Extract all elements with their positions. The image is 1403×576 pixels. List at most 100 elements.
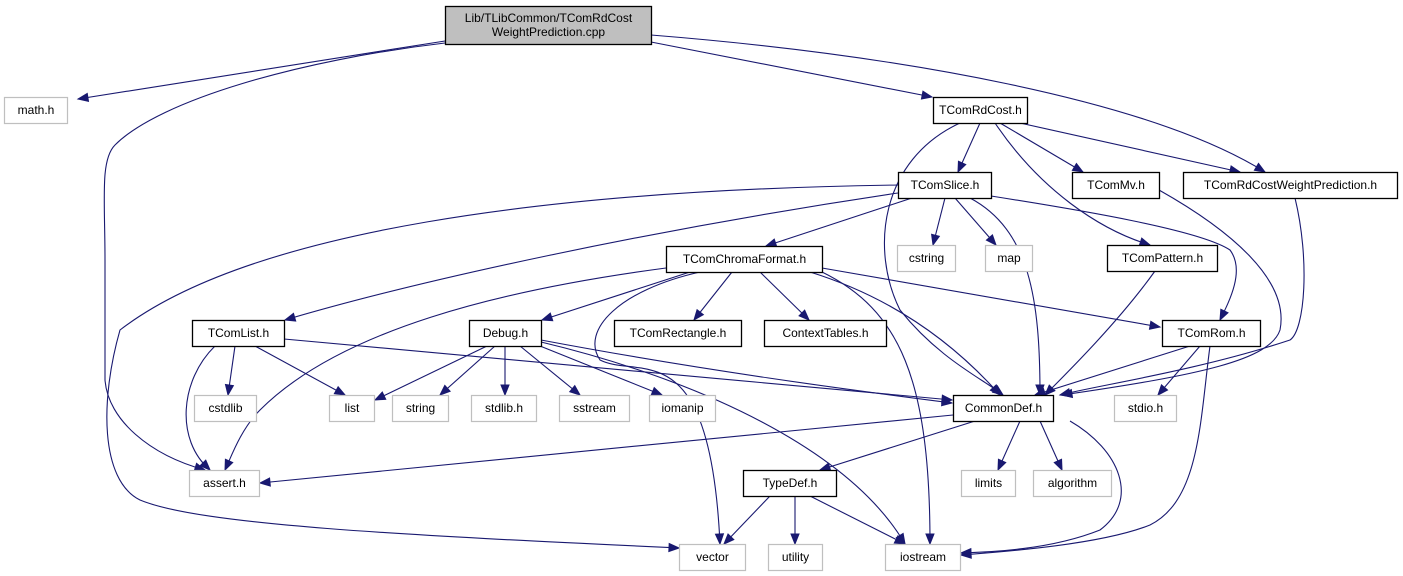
node-label-cstring: cstring [909, 251, 944, 265]
node-cstring: cstring [896, 244, 957, 273]
edge-debug-h-to-string [439, 345, 496, 396]
edge-tcomlist-h-to-list [254, 345, 346, 396]
node-stdlib-h: stdlib.h [470, 394, 538, 423]
edge-tcomchromaformat-h-to-tcomrom-h [821, 267, 1161, 328]
edge-tcomslice-h-to-tcomchromaformat-h [765, 197, 913, 247]
node-tcomchromaformat-h[interactable]: TComChromaFormat.h [665, 245, 824, 274]
edge-tcomrdcost-h-to-tcompattern-h [994, 122, 1151, 246]
node-box-math-h [3, 96, 69, 125]
node-tcommv-h[interactable]: TComMv.h [1071, 171, 1161, 200]
edge-debug-h-to-iomanip-arrowhead [650, 386, 664, 396]
node-label-typedef-h: TypeDef.h [763, 476, 818, 490]
node-label-algorithm: algorithm [1048, 476, 1097, 490]
node-iostream: iostream [884, 543, 962, 572]
node-box-tcommv-h [1071, 171, 1161, 200]
node-box-tcomrectangle-h [613, 319, 743, 348]
node-assert-h: assert.h [188, 469, 261, 498]
edge-tcomrom-h-to-iostream [960, 345, 1211, 556]
node-box-cstring [896, 244, 957, 273]
edge-tcomchromaformat-h-to-iostream-arrowhead [925, 533, 935, 546]
node-map: map [984, 244, 1034, 273]
node-box-assert-h [188, 469, 261, 498]
node-label-tcomrom-h: TComRom.h [1177, 326, 1245, 340]
node-label-string: string [406, 401, 435, 415]
edge-tcomchromaformat-h-to-assert-h [224, 267, 667, 471]
edge-tcomslice-h-to-commondef-h [969, 197, 1041, 396]
node-box-root [444, 5, 653, 46]
node-utility: utility [767, 543, 824, 572]
node-label-debug-h: Debug.h [483, 326, 528, 340]
edge-tcomchromaformat-h-to-debug-h-arrowhead [540, 312, 554, 322]
node-box-contexttables-h [763, 319, 888, 348]
edge-commondef-h-to-iostream-arrowhead [959, 547, 972, 558]
edge-tcomlist-h-to-assert-h [185, 345, 216, 471]
node-label-tcomrdcost-h: TComRdCost.h [939, 103, 1022, 117]
edge-typedef-h-to-vector-arrowhead [723, 533, 735, 545]
node-box-tcomrdcost-h [932, 96, 1029, 125]
node-label-map: map [997, 251, 1021, 265]
node-label-iomanip: iomanip [661, 401, 703, 415]
edge-tcomlist-h-to-commondef-h [283, 338, 953, 401]
edge-tcomrom-h-to-stdio-h [1157, 345, 1201, 396]
edge-tcomslice-h-to-vector [106, 184, 899, 549]
node-tcomrom-h[interactable]: TComRom.h [1161, 319, 1262, 348]
node-box-utility [767, 543, 824, 572]
node-label-stdlib-h: stdlib.h [485, 401, 523, 415]
edge-tcomrdcost-h-to-tcompattern-h-arrowhead [1138, 237, 1152, 247]
node-sstream: sstream [558, 394, 631, 423]
edge-typedef-h-to-iostream-arrowhead [893, 535, 907, 545]
edge-tcomlist-h-to-cstdlib-arrowhead [224, 383, 235, 397]
node-label-list: list [345, 401, 360, 415]
node-box-map [984, 244, 1034, 273]
edge-tcomslice-h-to-vector-arrowhead [668, 542, 681, 553]
edge-tcomchromaformat-h-to-debug-h [541, 271, 691, 321]
node-root[interactable]: Lib/TLibCommon/TComRdCostWeightPredictio… [444, 5, 653, 46]
node-typedef-h[interactable]: TypeDef.h [742, 469, 838, 498]
node-iomanip: iomanip [648, 394, 717, 423]
edge-commondef-h-to-iostream [960, 420, 1122, 554]
node-label-utility: utility [782, 550, 809, 564]
edge-debug-h-to-list-arrowhead [373, 391, 387, 401]
node-list: list [328, 394, 376, 423]
edge-tcomslice-h-to-tcomrom-h [990, 195, 1237, 321]
node-debug-h[interactable]: Debug.h [468, 319, 543, 348]
edge-debug-h-to-iomanip [539, 345, 663, 396]
node-box-algorithm [1032, 469, 1113, 498]
node-box-tcompattern-h [1106, 244, 1219, 273]
edge-commondef-h-to-assert-h-arrowhead [258, 477, 271, 487]
edge-debug-h-to-commondef-h [540, 339, 953, 404]
node-label-math-h: math.h [18, 103, 55, 117]
node-box-limits [960, 469, 1017, 498]
node-label-tcommv-h: TComMv.h [1087, 178, 1145, 192]
node-box-tcomchromaformat-h [665, 245, 824, 274]
node-box-tcomslice-h [897, 171, 993, 200]
node-label-tcompattern-h: TComPattern.h [1122, 251, 1203, 265]
edge-root-to-math-h-arrowhead [76, 92, 90, 103]
node-box-tcomlist-h [191, 319, 286, 348]
node-box-stdlib-h [470, 394, 538, 423]
edge-commondef-h-to-typedef-h [819, 420, 976, 471]
edge-tcomchromaformat-h-to-commondef-h-arrowhead [989, 384, 1001, 396]
node-tcomrdcostweightprediction-h[interactable]: TComRdCostWeightPrediction.h [1182, 171, 1399, 200]
node-tcomslice-h[interactable]: TComSlice.h [897, 171, 993, 200]
node-tcompattern-h[interactable]: TComPattern.h [1106, 244, 1219, 273]
node-algorithm: algorithm [1032, 469, 1113, 498]
node-tcomrectangle-h[interactable]: TComRectangle.h [613, 319, 743, 348]
node-label-tcomslice-h: TComSlice.h [911, 178, 980, 192]
node-box-iomanip [648, 394, 717, 423]
edge-typedef-h-to-iostream [809, 495, 906, 545]
node-tcomrdcost-h[interactable]: TComRdCost.h [932, 96, 1029, 125]
node-box-stdio-h [1113, 394, 1178, 423]
node-commondef-h[interactable]: CommonDef.h [952, 394, 1055, 423]
edge-debug-h-to-commondef-h-arrowhead [940, 396, 954, 407]
node-contexttables-h[interactable]: ContextTables.h [763, 319, 888, 348]
edge-tcomrdcostweightprediction-h-to-commondef-h-arrowhead [1058, 387, 1072, 398]
edge-commondef-h-to-algorithm-arrowhead [1053, 458, 1063, 472]
edge-debug-h-to-string-arrowhead [438, 384, 451, 396]
edges-layer [76, 34, 1305, 559]
node-label-commondef-h: CommonDef.h [965, 401, 1042, 415]
edge-typedef-h-to-utility-arrowhead [790, 533, 800, 546]
edge-tcomchromaformat-h-to-contexttables-h-arrowhead [798, 309, 810, 321]
node-tcomlist-h[interactable]: TComList.h [191, 319, 286, 348]
